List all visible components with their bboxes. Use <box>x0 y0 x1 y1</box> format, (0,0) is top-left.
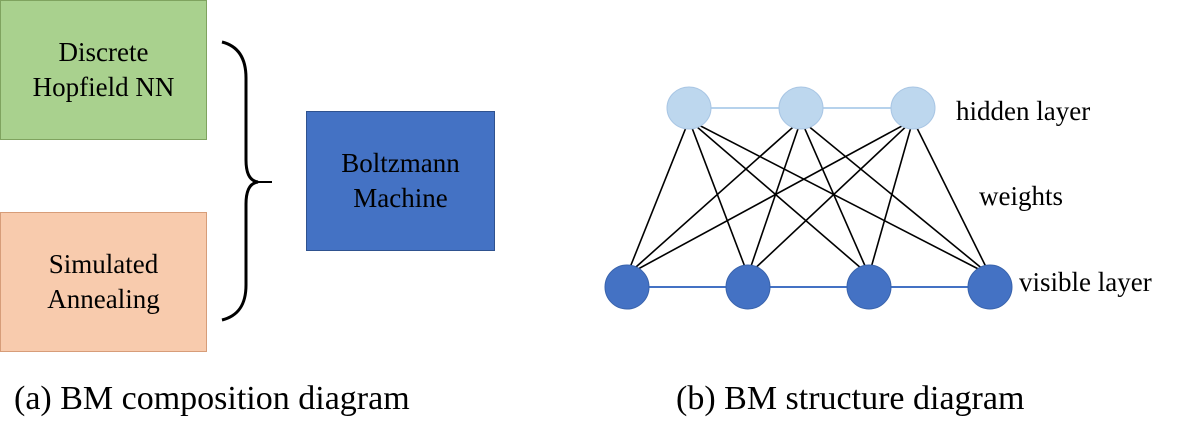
visible-layer-label: visible layer <box>1019 267 1152 297</box>
boltzmann-machine-box: Boltzmann Machine <box>306 111 495 251</box>
hopfield-line-2: Hopfield NN <box>32 72 175 102</box>
weight-edge-h1-v3 <box>688 119 870 276</box>
weight-edges <box>626 119 991 276</box>
weight-edge-h2-v2 <box>747 119 802 276</box>
weight-edge-h1-v1 <box>626 119 690 276</box>
hopfield-line-1: Discrete <box>58 37 149 68</box>
weight-edge-h3-v3 <box>868 119 914 276</box>
caption-composition: (a) BM composition diagram <box>14 380 410 417</box>
hidden-node-3 <box>890 86 936 130</box>
visible-node-1 <box>604 264 650 310</box>
curly-brace <box>221 40 259 322</box>
weight-edge-h2-v3 <box>800 119 870 276</box>
network-nodes <box>604 86 1013 310</box>
visible-node-4 <box>967 264 1013 310</box>
weights-label: weights <box>979 181 1063 211</box>
visible-node-3 <box>846 264 892 310</box>
weight-edge-h3-v1 <box>626 119 914 276</box>
caption-structure: (b) BM structure diagram <box>676 380 1025 417</box>
hidden-node-1 <box>666 86 712 130</box>
hidden-node-2 <box>778 86 824 130</box>
weight-edge-h2-v4 <box>800 119 991 276</box>
weight-edge-h2-v1 <box>626 119 802 276</box>
hidden-layer-label: hidden layer <box>956 96 1091 126</box>
boltzmann-line-2: Machine <box>353 183 448 213</box>
weight-edge-h3-v4 <box>912 119 991 276</box>
annealing-line-2: Annealing <box>47 284 160 314</box>
boltzmann-line-1: Boltzmann <box>341 148 460 179</box>
weight-edge-h1-v2 <box>688 119 749 276</box>
simulated-annealing-box: Simulated Annealing <box>0 212 207 352</box>
visible-node-2 <box>725 264 771 310</box>
layer-links <box>627 107 990 288</box>
weight-edge-h1-v4 <box>688 119 991 276</box>
annealing-line-1: Simulated <box>48 249 159 280</box>
discrete-hopfield-nn-box: Discrete Hopfield NN <box>0 0 207 140</box>
weight-edge-h3-v2 <box>747 119 914 276</box>
